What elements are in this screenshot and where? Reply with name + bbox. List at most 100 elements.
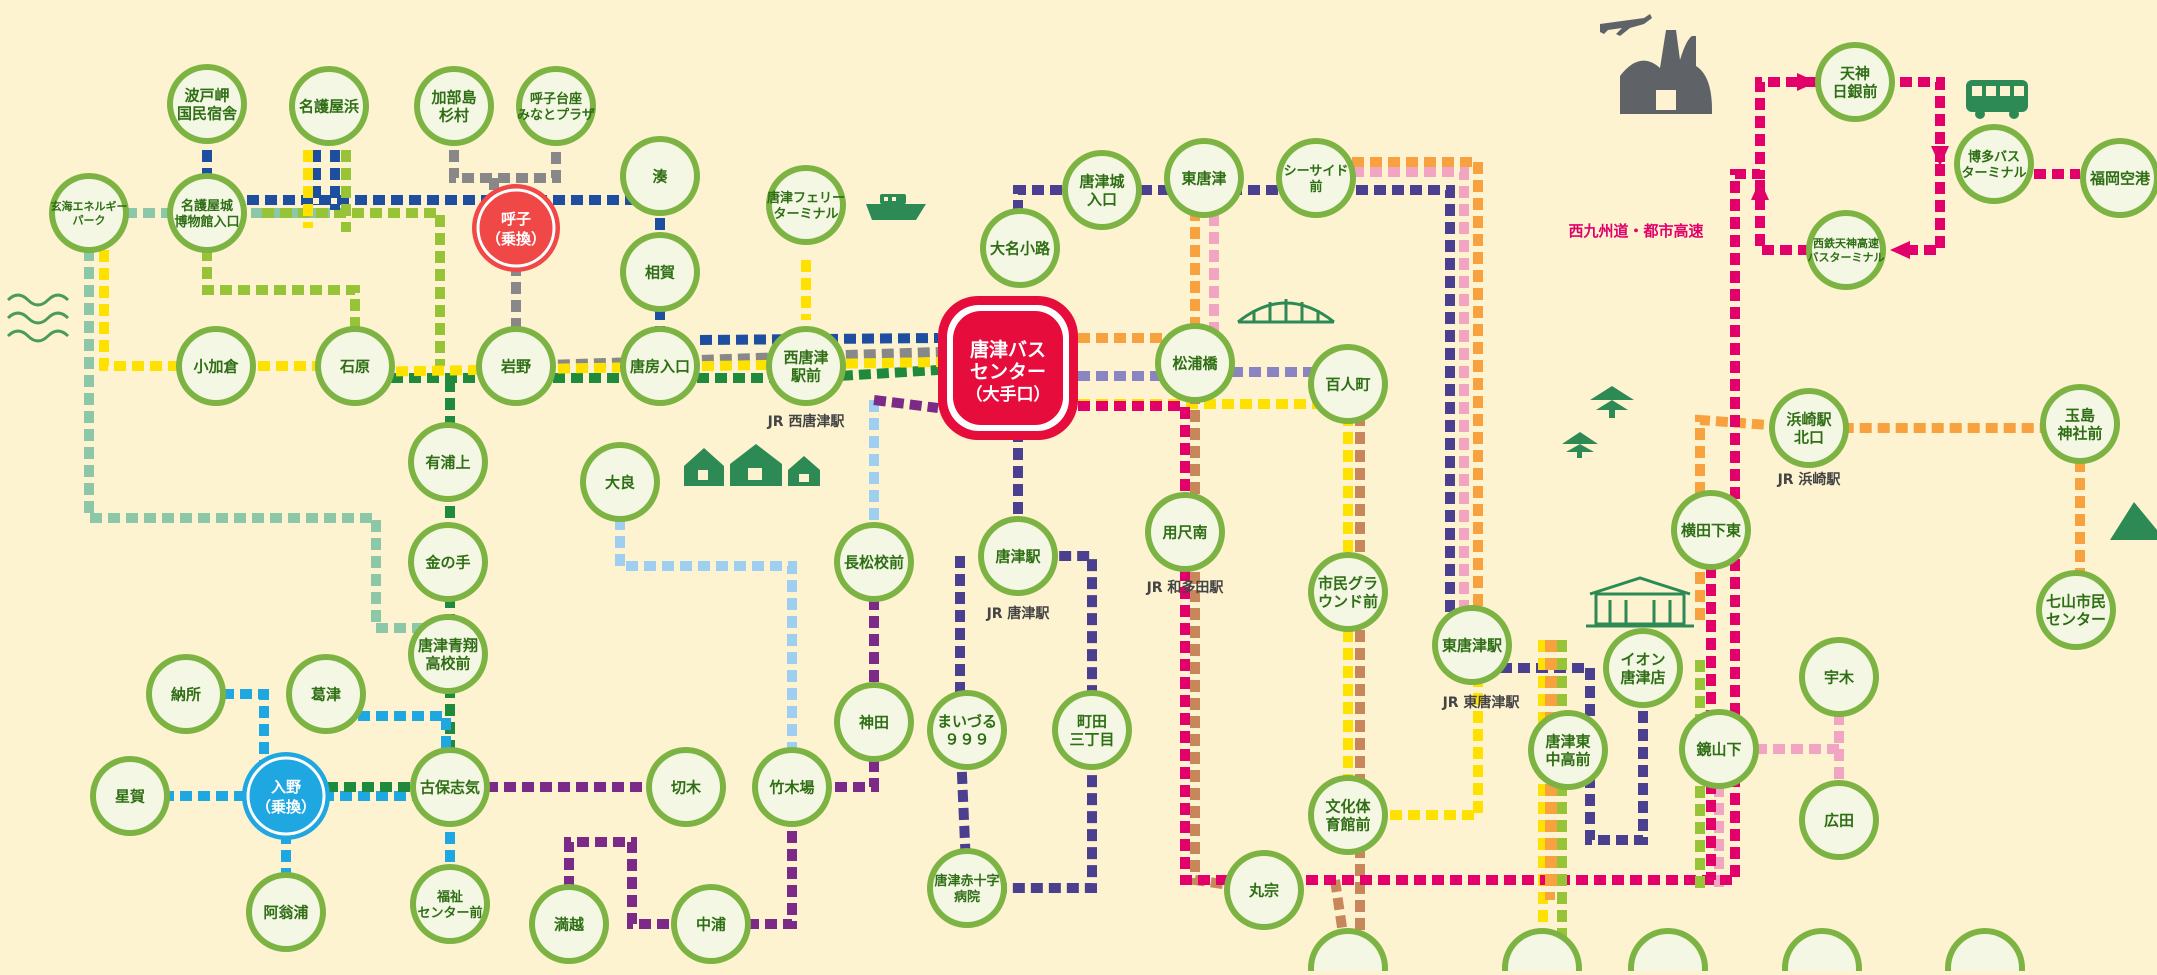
bus-stop[interactable] bbox=[1308, 928, 1388, 975]
bus-stop[interactable]: 小加倉 bbox=[176, 326, 256, 406]
bus-stop[interactable]: 横田下東 bbox=[1671, 490, 1751, 570]
direction-arrow-icon bbox=[1931, 146, 1949, 166]
jr-station-label: JR 和多田駅 bbox=[1146, 579, 1225, 596]
stop-face bbox=[1230, 856, 1298, 924]
bus-stop[interactable]: 百人町 bbox=[1308, 344, 1388, 424]
bus-stop[interactable]: 丸宗 bbox=[1224, 850, 1304, 930]
bus-stop[interactable]: 切木 bbox=[646, 747, 726, 827]
stop-name: 唐津駅 bbox=[995, 548, 1041, 566]
stop-name: シーサイド bbox=[1284, 164, 1349, 179]
stop-name: 長松校前 bbox=[844, 554, 904, 572]
bus-stop[interactable] bbox=[1945, 928, 2025, 975]
stop-face bbox=[414, 528, 482, 596]
stop-face bbox=[652, 753, 720, 821]
bus-stop[interactable]: 葛津 bbox=[286, 654, 366, 734]
bus-stop[interactable]: 福岡空港 bbox=[2080, 138, 2157, 218]
bus-stop[interactable]: 中浦 bbox=[671, 884, 751, 964]
bus-stop[interactable]: 有浦上 bbox=[408, 422, 488, 502]
stop-name: 波戸岬 bbox=[184, 87, 229, 105]
bus-stop[interactable]: 長松校前 bbox=[834, 522, 914, 602]
bus-stop[interactable]: 阿翁浦 bbox=[246, 872, 326, 952]
stop-name: 加部島 bbox=[430, 89, 476, 107]
stop-name: 星賀 bbox=[115, 788, 145, 806]
bus-stop[interactable]: 松浦橋 bbox=[1155, 323, 1235, 403]
bus-stop[interactable]: 神田 bbox=[834, 682, 914, 762]
transfer-inner-ring bbox=[476, 188, 556, 268]
stop-face bbox=[677, 890, 745, 958]
stop-name: 西鉄天神高速 bbox=[1813, 236, 1879, 250]
bus-stop[interactable]: 金の手 bbox=[408, 522, 488, 602]
stop-name: 神社前 bbox=[2057, 425, 2102, 443]
stop-name: 松浦橋 bbox=[1172, 355, 1218, 373]
bus-stop[interactable]: 宇木 bbox=[1799, 637, 1879, 717]
bus-stop[interactable]: 用尺南 bbox=[1145, 492, 1225, 572]
bus-stop[interactable] bbox=[1782, 928, 1862, 975]
bus-stop[interactable]: 名護屋浜 bbox=[289, 66, 369, 146]
stop-name: 岩野 bbox=[500, 358, 531, 376]
stop-face bbox=[1508, 934, 1576, 975]
stop-name: パーク bbox=[73, 214, 106, 227]
bus-stop[interactable]: 満越 bbox=[529, 884, 609, 964]
bus-stop[interactable]: 古保志気 bbox=[410, 747, 490, 827]
pine-tree-icon bbox=[1562, 386, 1634, 458]
bus-stop[interactable]: 東唐津 bbox=[1164, 138, 1244, 218]
bus-stop[interactable] bbox=[1502, 928, 1582, 975]
bus-stop[interactable]: 東唐津駅 bbox=[1432, 605, 1512, 685]
stop-face bbox=[416, 870, 484, 938]
bus-stop[interactable]: 相賀 bbox=[620, 232, 700, 312]
bus-stop[interactable]: 納所 bbox=[146, 654, 226, 734]
stop-name: 入口 bbox=[1087, 191, 1117, 209]
bus-stop[interactable] bbox=[1628, 928, 1708, 975]
bus-stop[interactable]: 鏡山下 bbox=[1679, 709, 1759, 789]
stop-name: 博多バス bbox=[1968, 149, 2020, 165]
bus-stop[interactable]: 大名小路 bbox=[980, 208, 1060, 288]
bus-stop[interactable]: 岩野 bbox=[476, 326, 556, 406]
stop-face bbox=[1282, 144, 1350, 212]
route-line bbox=[303, 150, 811, 320]
stop-name: 広田 bbox=[1824, 812, 1854, 830]
stop-name: 百人町 bbox=[1325, 376, 1370, 394]
bus-center-hub[interactable]: 唐津バス センター （大手口） bbox=[938, 296, 1078, 440]
bus-stop[interactable]: 竹木場 bbox=[752, 747, 832, 827]
hub-label-line2: センター bbox=[970, 361, 1046, 383]
stop-face bbox=[1951, 934, 2019, 975]
bus-stop[interactable]: 星賀 bbox=[90, 756, 170, 836]
bus-stop[interactable]: 湊 bbox=[620, 136, 700, 216]
stop-face bbox=[522, 72, 590, 140]
stop-face bbox=[295, 72, 363, 140]
transfer-stop[interactable]: 呼子（乗換） bbox=[472, 184, 560, 272]
transfer-stop[interactable]: 入野（乗換） bbox=[242, 752, 330, 840]
bus-stop[interactable]: 石原 bbox=[315, 326, 395, 406]
bus-stop[interactable]: 大良 bbox=[580, 442, 660, 522]
jr-station-label: JR 西唐津駅 bbox=[767, 413, 846, 430]
bus-stop[interactable]: 広田 bbox=[1799, 780, 1879, 860]
stop-face bbox=[1634, 934, 1702, 975]
bridge-icon bbox=[1237, 299, 1335, 324]
bus-stop[interactable]: 唐房入口 bbox=[620, 326, 700, 406]
bus-stop[interactable]: 唐津駅 bbox=[978, 516, 1058, 596]
